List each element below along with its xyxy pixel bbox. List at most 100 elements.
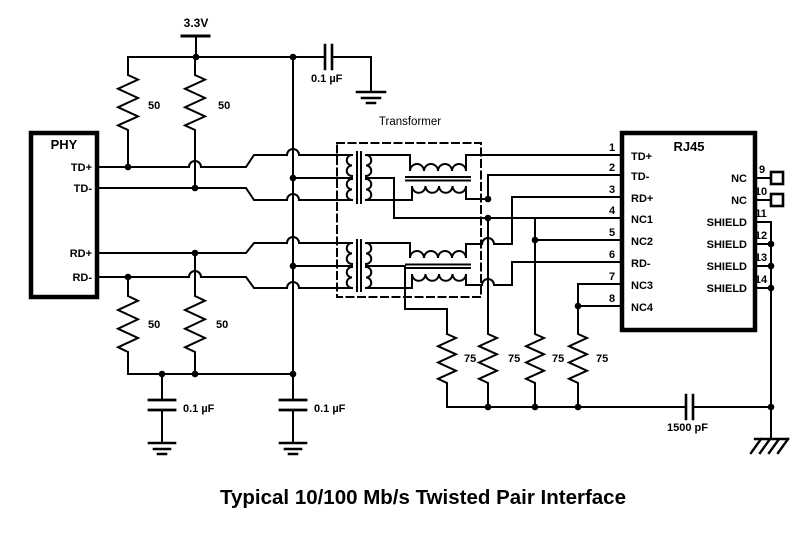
junction-dot <box>484 403 492 411</box>
r50-value-2: 50 <box>218 100 230 112</box>
junction-dot <box>767 403 775 411</box>
rj45-pin-label-10: NC <box>731 195 747 207</box>
choke1-bottom-winding-to-pin2 <box>365 174 623 201</box>
xf2-core <box>356 239 362 292</box>
shield-bus <box>754 221 772 408</box>
ground-top-icon <box>355 90 387 105</box>
xf2-primary-coil <box>345 241 354 290</box>
choke1-top-winding-to-pin1 <box>365 154 623 172</box>
rj45-pin10-nc-square <box>769 192 785 208</box>
rj45-pin-label-6: RD- <box>631 258 651 270</box>
rj45-pin-label-9: NC <box>731 173 747 185</box>
r50-value-1: 50 <box>148 100 160 112</box>
junction-dot <box>484 195 492 203</box>
cap-left-2-plates <box>278 398 308 412</box>
resistor-75-3 <box>523 239 547 408</box>
r50-value-4: 50 <box>216 319 228 331</box>
phy-pin-rdm: RD- <box>72 272 92 284</box>
phy-title: PHY <box>51 137 78 152</box>
xf1-primary-coil <box>345 153 354 202</box>
phy-box <box>28 130 100 300</box>
ground-left-1-icon <box>147 441 177 456</box>
choke2-top-winding-to-pin3 <box>365 196 623 259</box>
rj45-pin-num-3: 3 <box>609 184 615 196</box>
rj45-pin-label-8: NC4 <box>631 302 654 314</box>
junction-dot <box>191 370 199 378</box>
supply-label: 3.3V <box>184 16 209 30</box>
junction-dot <box>192 53 200 61</box>
cap-value-left-2: 0.1 µF <box>314 403 346 415</box>
rj45-pin-num-12: 12 <box>755 230 767 242</box>
rj45-pin-label-13: SHIELD <box>707 261 747 273</box>
net-nc3 <box>577 283 623 307</box>
net-td-minus <box>96 187 353 201</box>
rj45-pin-label-3: RD+ <box>631 193 653 205</box>
rj45-pin-label-12: SHIELD <box>707 239 747 251</box>
rj45-pin-num-11: 11 <box>755 208 767 220</box>
junction-dot <box>158 370 166 378</box>
junction-dot <box>191 184 199 192</box>
bypass-cap-top-wire <box>331 56 372 93</box>
junction-dot <box>289 370 297 378</box>
transformer-outline <box>336 142 482 298</box>
junction-dot <box>767 284 775 292</box>
rj45-pin-label-7: NC3 <box>631 280 653 292</box>
xf1-core <box>356 151 362 204</box>
rj45-pin-label-2: TD- <box>631 171 650 183</box>
resistor-50-4 <box>182 252 208 375</box>
junction-dot <box>767 262 775 270</box>
junction-dot <box>289 174 297 182</box>
rj45-pin-label-11: SHIELD <box>707 217 747 229</box>
rj45-pin9-nc-square <box>769 170 785 186</box>
choke1-core <box>405 176 471 182</box>
net-rd-minus <box>96 270 353 289</box>
phy-pin-tdp: TD+ <box>71 162 92 174</box>
cap-value-1500: 1500 pF <box>667 422 708 434</box>
rj45-pin-num-1: 1 <box>609 142 615 154</box>
figure-title: Typical 10/100 Mb/s Twisted Pair Interfa… <box>220 486 626 509</box>
bottom-rail-right <box>692 406 772 440</box>
rj45-pin-num-9: 9 <box>759 164 765 176</box>
junction-dot <box>767 240 775 248</box>
cap-value-top: 0.1 µF <box>311 73 343 85</box>
labels-layer: 3.3V 0.1 µF 0.1 µF 0.1 µF 1500 pF 50 50 … <box>51 16 768 509</box>
r75-value-2: 75 <box>508 353 520 365</box>
junction-dot <box>531 236 539 244</box>
phy-pin-rdp: RD+ <box>70 248 92 260</box>
rj45-pin-label-14: SHIELD <box>707 283 747 295</box>
net-rd-plus <box>96 236 353 254</box>
resistor-50-2 <box>182 56 208 189</box>
ground-left-2-icon <box>278 441 308 456</box>
choke2-core <box>405 263 471 269</box>
rj45-pin-num-8: 8 <box>609 293 615 305</box>
junction-dot <box>484 214 492 222</box>
junction-dot <box>531 403 539 411</box>
resistor-75-2 <box>476 217 500 408</box>
rj45-pin-label-4: NC1 <box>631 214 653 226</box>
net-td-plus <box>96 148 353 168</box>
rj45-pin-num-10: 10 <box>755 186 767 198</box>
resistor-50-3 <box>115 276 141 375</box>
phy-pin-tdm: TD- <box>74 183 93 195</box>
rj45-pin-num-4: 4 <box>609 205 616 217</box>
rj45-title: RJ45 <box>673 139 704 154</box>
junction-dot <box>574 302 582 310</box>
wires-layer <box>28 34 790 456</box>
junction-dot <box>289 262 297 270</box>
net-rd-center-tap-to-r75-1 <box>365 265 448 335</box>
cap-1500-plates <box>684 393 695 421</box>
choke2-bottom-winding-to-pin6 <box>365 261 623 289</box>
resistor-75-4 <box>566 305 590 408</box>
r75-value-4: 75 <box>596 353 608 365</box>
rj45-pin-label-1: TD+ <box>631 151 652 163</box>
junction-dot <box>574 403 582 411</box>
cap-left-1-plates <box>147 398 177 412</box>
chassis-ground-icon <box>749 437 790 455</box>
rj45-pin-num-7: 7 <box>609 271 615 283</box>
rj45-pin-num-6: 6 <box>609 249 615 261</box>
rj45-pin-num-5: 5 <box>609 227 615 239</box>
r75-value-1: 75 <box>464 353 476 365</box>
resistor-50-1 <box>115 56 141 168</box>
